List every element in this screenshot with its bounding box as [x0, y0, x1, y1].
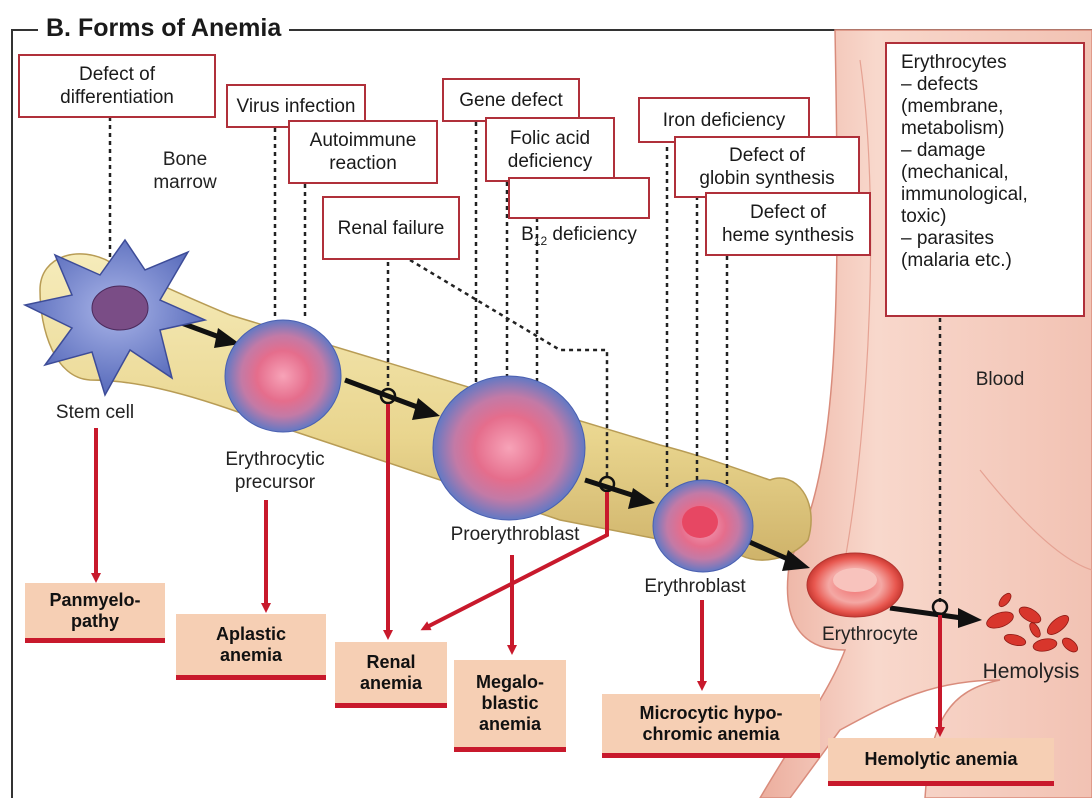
label-bone-marrow: Bone marrow: [145, 148, 225, 194]
label-stem-cell: Stem cell: [40, 401, 150, 424]
label-hemolysis: Hemolysis: [970, 660, 1092, 683]
cause-heme-synthesis-defect: Defect of heme synthesis: [705, 192, 871, 256]
anemia-hemolytic: Hemolytic anemia: [828, 738, 1054, 786]
diagram-title: B. Forms of Anemia: [38, 14, 289, 43]
cause-erythrocyte-defects: Erythrocytes – defects (membrane, metabo…: [885, 42, 1085, 317]
label-erythrocytic-precursor: Erythrocytic precursor: [200, 448, 350, 494]
cause-b12-deficiency: B12 deficiency: [508, 177, 650, 219]
b12-subscript: 12: [534, 234, 547, 248]
b12-letter: B: [521, 224, 534, 245]
anemia-microcytic-hypochromic: Microcytic hypo- chromic anemia: [602, 694, 820, 758]
erythrocytic-precursor-cell: [225, 320, 341, 432]
b12-label: deficiency: [547, 224, 637, 245]
cause-globin-synthesis-defect: Defect of globin synthesis: [674, 136, 860, 198]
label-proerythroblast: Proerythroblast: [425, 523, 605, 546]
label-blood: Blood: [960, 368, 1040, 391]
anemia-megaloblastic: Megalo- blastic anemia: [454, 660, 566, 752]
anemia-panmyelopathy: Panmyelo- pathy: [25, 583, 165, 643]
cause-gene-defect: Gene defect: [442, 78, 580, 122]
label-erythroblast: Erythroblast: [625, 575, 765, 598]
label-erythrocyte: Erythrocyte: [805, 623, 935, 646]
cause-defect-of-differentiation: Defect of differentiation: [18, 54, 216, 118]
cause-autoimmune-reaction: Autoimmune reaction: [288, 120, 438, 184]
cause-folic-acid-deficiency: Folic acid deficiency: [485, 117, 615, 182]
cause-renal-failure: Renal failure: [322, 196, 460, 260]
anemia-renal: Renal anemia: [335, 642, 447, 708]
proerythroblast-cell: [433, 376, 585, 520]
anemia-aplastic: Aplastic anemia: [176, 614, 326, 680]
